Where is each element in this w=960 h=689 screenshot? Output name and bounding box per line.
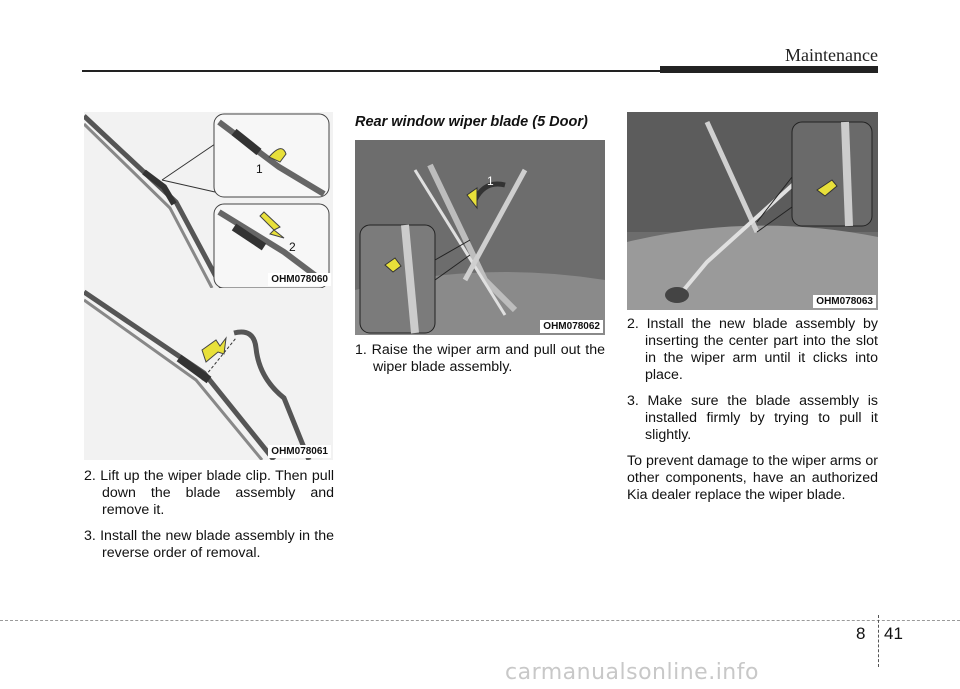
step-text: 2. Install the new blade assembly by ins… <box>627 316 878 383</box>
figure-blade-removal: OHM078061 <box>84 288 333 460</box>
header-rule-accent <box>660 66 878 73</box>
figure-code: OHM078061 <box>268 445 331 458</box>
figure-blade-install: OHM078063 <box>627 112 878 310</box>
chapter-number: 8 <box>856 624 866 643</box>
figure-code: OHM078062 <box>540 320 603 333</box>
middle-column-text: 1. Raise the wiper arm and pull out the … <box>355 342 605 385</box>
right-column-text: 2. Install the new blade assembly by ins… <box>627 316 878 504</box>
footer-divider <box>878 615 880 667</box>
footer-rule <box>0 620 960 621</box>
figure-code: OHM078060 <box>268 273 331 286</box>
page-number: 41 <box>884 624 903 643</box>
watermark: carmanualsonline.info <box>505 660 759 685</box>
note-text: To prevent damage to the wiper arms or o… <box>627 453 878 503</box>
left-column-text: 2. Lift up the wiper blade clip. Then pu… <box>84 468 334 571</box>
sub-heading: Rear window wiper blade (5 Door) <box>355 114 588 130</box>
callout-number: 2 <box>289 240 296 254</box>
step-text: 1. Raise the wiper arm and pull out the … <box>355 342 605 375</box>
step-text: 2. Lift up the wiper blade clip. Then pu… <box>84 468 334 518</box>
section-title: Maintenance <box>785 45 878 65</box>
blade-install-illustration <box>627 112 878 310</box>
step-text: 3. Install the new blade assembly in the… <box>84 528 334 561</box>
blade-clip-illustration <box>84 113 330 288</box>
rear-wiper-raise-illustration <box>355 163 605 335</box>
figure-code: OHM078063 <box>813 295 876 308</box>
step-text: 3. Make sure the blade assembly is insta… <box>627 393 878 443</box>
figure-blade-clip: 1 2 OHM078060 <box>84 112 333 288</box>
blade-removal-illustration <box>84 289 312 460</box>
callout-number: 1 <box>256 162 263 176</box>
callout-number: 1 <box>487 174 494 188</box>
header-rule <box>82 70 662 72</box>
figure-rear-wiper-raise: 1 OHM078062 <box>355 140 605 335</box>
